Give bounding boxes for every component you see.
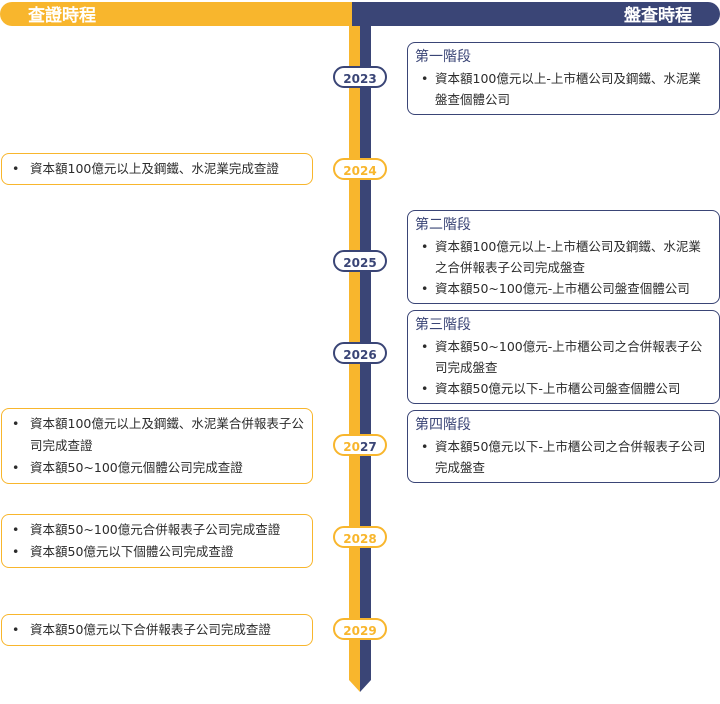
year-label-2023: 2023 — [333, 66, 387, 88]
inventory-stage-1: 第一階段 資本額100億元以上-上市櫃公司及鋼鐵、水泥業盤查個體公司 — [407, 42, 720, 115]
inventory-stage-4: 第四階段 資本額50億元以下-上市櫃公司之合併報表子公司完成盤查 — [407, 410, 720, 483]
verification-box-2027: 資本額100億元以上及鋼鐵、水泥業合併報表子公司完成查證 資本額50~100億元… — [1, 408, 313, 484]
year-label-2026: 2026 — [333, 342, 387, 364]
verification-box-2029: 資本額50億元以下合併報表子公司完成查證 — [1, 614, 313, 646]
inventory-stage-2: 第二階段 資本額100億元以上-上市櫃公司及鋼鐵、水泥業之合併報表子公司完成盤查… — [407, 210, 720, 304]
verification-box-2024: 資本額100億元以上及鋼鐵、水泥業完成查證 — [1, 153, 313, 185]
verification-item: 資本額100億元以上及鋼鐵、水泥業完成查證 — [10, 158, 306, 180]
inventory-item: 資本額100億元以上-上市櫃公司及鋼鐵、水泥業盤查個體公司 — [415, 68, 713, 110]
verification-box-2028: 資本額50~100億元合併報表子公司完成查證 資本額50億元以下個體公司完成查證 — [1, 514, 313, 568]
inventory-header-title: 盤查時程 — [624, 6, 692, 26]
year-2027-end: 27 — [360, 440, 377, 454]
verification-item: 資本額50~100億元合併報表子公司完成查證 — [10, 519, 306, 541]
verification-header-bar: 查證時程 — [0, 2, 362, 26]
inventory-item: 資本額50億元以下-上市櫃公司之合併報表子公司完成盤查 — [415, 436, 713, 478]
stage-title: 第三階段 — [415, 317, 471, 333]
verification-header-title: 查證時程 — [28, 6, 96, 26]
year-label-2029: 2029 — [333, 618, 387, 640]
year-2027-start: 20 — [343, 440, 360, 454]
year-label-2028: 2028 — [333, 526, 387, 548]
verification-item: 資本額50億元以下個體公司完成查證 — [10, 541, 306, 563]
stage-title: 第二階段 — [415, 217, 471, 233]
verification-item: 資本額100億元以上及鋼鐵、水泥業合併報表子公司完成查證 — [10, 413, 306, 457]
inventory-item: 資本額100億元以上-上市櫃公司及鋼鐵、水泥業之合併報表子公司完成盤查 — [415, 236, 713, 278]
verification-item: 資本額50~100億元個體公司完成查證 — [10, 457, 306, 479]
stage-title: 第一階段 — [415, 49, 471, 65]
inventory-header-bar: 盤查時程 — [358, 2, 720, 26]
verification-item: 資本額50億元以下合併報表子公司完成查證 — [10, 619, 306, 641]
header-divider — [352, 2, 362, 26]
year-label-2025: 2025 — [333, 250, 387, 272]
year-label-2024: 2024 — [333, 158, 387, 180]
inventory-item: 資本額50~100億元-上市櫃公司之合併報表子公司完成盤查 — [415, 336, 713, 378]
inventory-stage-3: 第三階段 資本額50~100億元-上市櫃公司之合併報表子公司完成盤查 資本額50… — [407, 310, 720, 404]
stage-title: 第四階段 — [415, 417, 471, 433]
inventory-item: 資本額50億元以下-上市櫃公司盤查個體公司 — [415, 378, 713, 399]
inventory-item: 資本額50~100億元-上市櫃公司盤查個體公司 — [415, 278, 713, 299]
year-label-2027: 2027 — [333, 434, 387, 456]
